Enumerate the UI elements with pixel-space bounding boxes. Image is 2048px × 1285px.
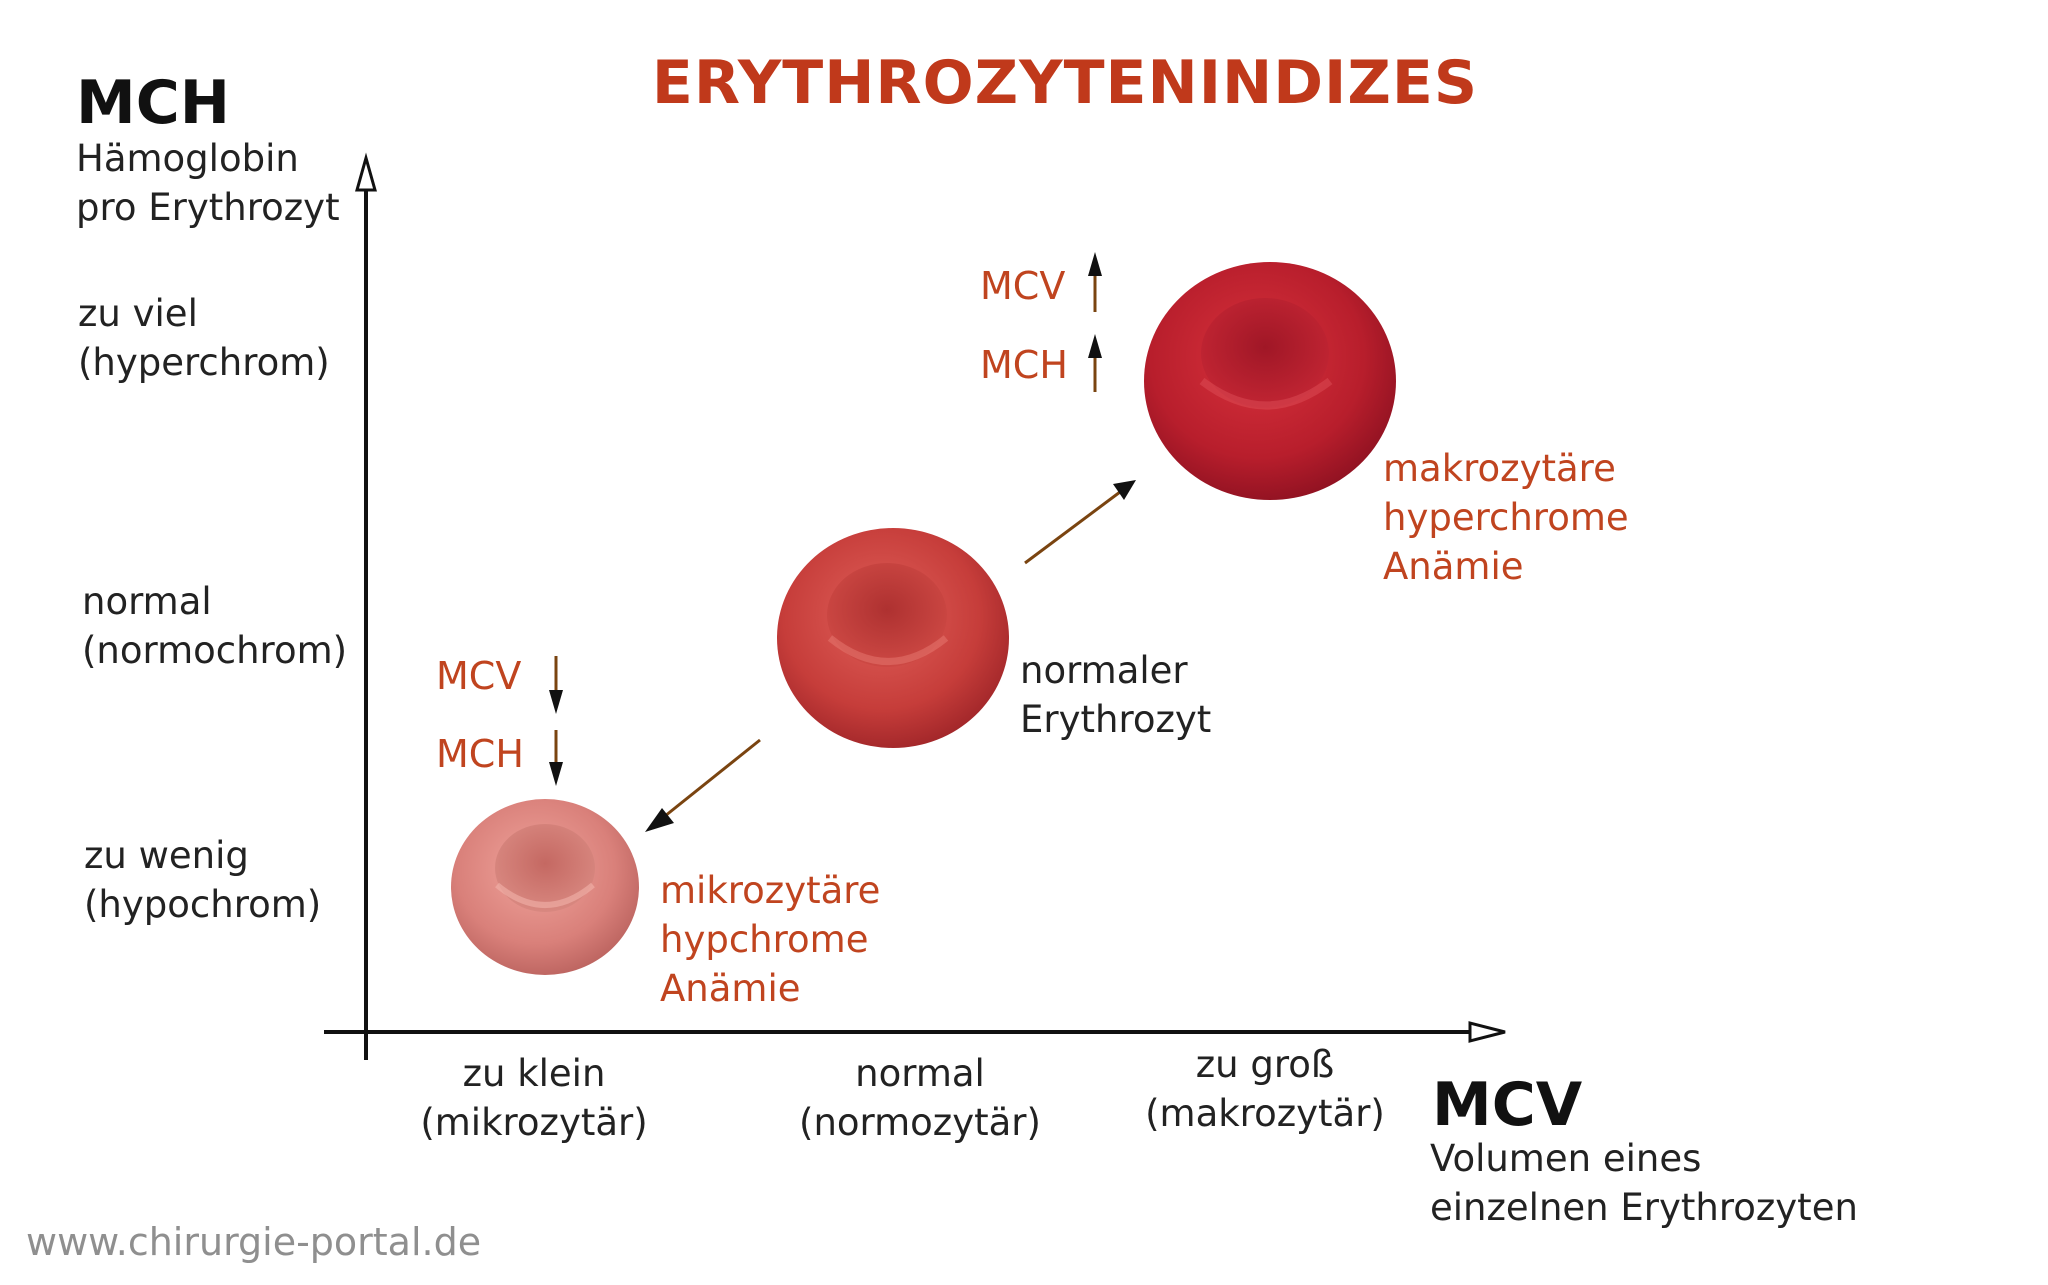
mch-up-arrow-icon (1088, 334, 1102, 392)
high-mcv-label: MCV (980, 264, 1066, 308)
micro-label-line2: hypchrome (660, 918, 869, 961)
arrow-normal-to-macro-icon (1024, 480, 1136, 565)
x-level-normozytaer: normal (normozytär) (780, 1049, 1060, 1147)
macrocytic-cell-icon (1144, 262, 1396, 500)
mcv-down-arrow-icon (549, 656, 563, 714)
micro-label-line1: mikrozytäre (660, 869, 881, 912)
y-level-hypochrom: zu wenig (hypochrom) (84, 831, 321, 929)
low-mcv-label: MCV (436, 654, 522, 698)
y-axis-desc-line1: Hämoglobin (76, 137, 299, 180)
microcytic-cell-icon (451, 799, 639, 975)
normal-cell-label: normaler Erythrozyt (1020, 646, 1211, 744)
y-level-sublabel: (hypochrom) (84, 883, 322, 926)
footer-website: www.chirurgie-portal.de (26, 1220, 482, 1264)
x-level-mikrozytaer: zu klein (mikrozytär) (400, 1049, 668, 1147)
x-level-sublabel: (normozytär) (799, 1101, 1041, 1144)
y-level-label: normal (82, 580, 212, 623)
x-level-label: normal (855, 1052, 985, 1095)
y-level-label: zu viel (78, 292, 198, 335)
normal-label-line1: normaler (1020, 649, 1188, 692)
high-mch-label: MCH (980, 343, 1068, 387)
y-level-label: zu wenig (84, 834, 249, 877)
y-axis-arrowhead-icon (355, 152, 377, 192)
x-level-makrozytaer: zu groß (makrozytär) (1130, 1040, 1400, 1138)
y-level-normochrom: normal (normochrom) (82, 577, 347, 675)
mcv-up-arrow-icon (1088, 252, 1102, 312)
y-axis-desc-line2: pro Erythrozyt (76, 186, 340, 229)
y-axis-description: Hämoglobin pro Erythrozyt (76, 134, 340, 232)
macro-cell-label: makrozytäre hyperchrome Anämie (1383, 444, 1629, 591)
x-level-sublabel: (makrozytär) (1145, 1092, 1385, 1135)
x-axis-arrowhead-icon (1468, 1021, 1506, 1043)
y-level-sublabel: (normochrom) (82, 629, 348, 672)
macro-label-line3: Anämie (1383, 545, 1524, 588)
macro-label-line2: hyperchrome (1383, 496, 1629, 539)
normal-cell-icon (777, 528, 1009, 748)
x-level-sublabel: (mikrozytär) (420, 1101, 648, 1144)
x-axis-desc-line2: einzelnen Erythrozyten (1430, 1186, 1858, 1229)
low-mch-label: MCH (436, 732, 524, 776)
arrow-normal-to-micro-icon (645, 738, 761, 832)
macro-label-line1: makrozytäre (1383, 447, 1616, 490)
x-axis-name: MCV (1432, 1070, 1583, 1140)
x-axis-description: Volumen eines einzelnen Erythrozyten (1430, 1134, 1858, 1232)
micro-cell-label: mikrozytäre hypchrome Anämie (660, 866, 880, 1013)
y-level-hyperchrom: zu viel (hyperchrom) (78, 289, 330, 387)
diagram-title: ERYTHROZYTENINDIZES (651, 48, 1479, 118)
x-level-label: zu klein (462, 1052, 606, 1095)
x-axis-desc-line1: Volumen eines (1430, 1137, 1702, 1180)
micro-label-line3: Anämie (660, 967, 801, 1010)
y-level-sublabel: (hyperchrom) (78, 341, 330, 384)
normal-label-line2: Erythrozyt (1020, 698, 1212, 741)
y-axis-name: MCH (76, 68, 230, 138)
x-level-label: zu groß (1195, 1043, 1335, 1086)
mch-down-arrow-icon (549, 730, 563, 786)
